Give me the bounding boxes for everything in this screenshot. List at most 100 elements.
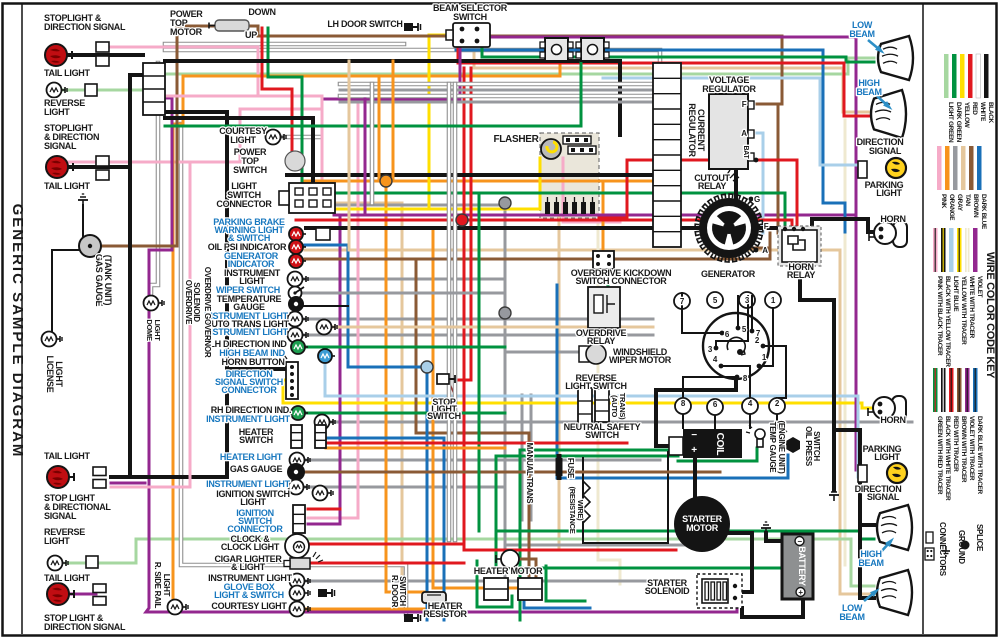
wire-o [384, 179, 426, 594]
ground-symbol [829, 488, 839, 501]
key-swatch: WHITE WITH TRACER [965, 228, 975, 339]
resistance-wire [581, 480, 592, 524]
generator-terminal-g [748, 196, 754, 202]
label: R. SIDE RAIL [153, 562, 162, 609]
solenoid-winding [716, 581, 722, 601]
label: HEATER [428, 601, 463, 611]
bulb-filament [293, 343, 303, 351]
label: (ENGINE UNIT) [777, 421, 786, 475]
bulb [286, 310, 309, 328]
pointer-arrow [867, 39, 885, 54]
splice-dot [379, 174, 393, 188]
label: REVERSE [44, 527, 85, 537]
wire-k [654, 377, 738, 448]
bulb-filament [290, 275, 300, 283]
connector-box [924, 547, 935, 561]
arrow-head [885, 537, 895, 547]
wire-lg [64, 537, 876, 588]
tail-lamp-detail [53, 599, 62, 602]
tail-lamp-detail [52, 172, 61, 175]
solenoid-winding [710, 581, 716, 601]
connector-pair [95, 155, 110, 181]
key-swatch-bar [977, 146, 982, 190]
key-swatch: VIOLET WITH TRACER [965, 368, 975, 481]
label: HEATER LIGHT [220, 452, 283, 462]
relay-coil [593, 294, 604, 314]
label: SOLENOID [192, 282, 201, 322]
label: & DIRECTIONAL [44, 502, 111, 512]
label: TAIL LIGHT [44, 68, 90, 78]
bulb-filament [290, 315, 300, 323]
bulb-glass [286, 310, 304, 328]
label: 7 [680, 297, 685, 306]
connector-symbol-pins [924, 547, 935, 561]
bulb-glass [46, 554, 64, 572]
horn-relay [777, 225, 822, 267]
key-swatch: LIGHT GREEN [944, 54, 954, 143]
label: GAUGE [233, 302, 265, 312]
connector-pin [571, 148, 575, 152]
bulb-filament [50, 559, 60, 567]
horn-terminal [877, 401, 883, 407]
label: DIRECTION SIGNAL [44, 22, 126, 32]
label: 5 [713, 296, 718, 305]
label: TAIL LIGHT [44, 181, 90, 191]
label: OIL PRESS [804, 426, 813, 467]
relay-contact [606, 295, 615, 313]
connector-ladder [652, 62, 682, 248]
switch-body [404, 23, 413, 31]
bulb-filament [292, 456, 302, 464]
key-swatch-label: PINK [940, 194, 947, 209]
bulb-filament [291, 483, 301, 491]
label: OVERDRIVE [576, 328, 627, 338]
label: BEAM [849, 29, 874, 39]
label: STARTER [647, 578, 688, 588]
cigar-rays [312, 551, 324, 563]
bulb-glass [288, 253, 304, 269]
key-swatch-label: LIGHT BLUE [952, 276, 959, 312]
label: CUTOUT [694, 173, 730, 183]
wire-br [303, 231, 772, 261]
label: HEATER [239, 427, 274, 437]
motor-body [585, 343, 607, 365]
label: GENERATOR [224, 251, 279, 261]
windshield-wiper-motor [578, 343, 607, 365]
horn-relay-coil [787, 235, 806, 251]
solenoid-terminal [732, 583, 738, 589]
key-swatch-label: RED [971, 102, 978, 115]
label: OVERDRIVE [184, 280, 193, 325]
label: 1 [771, 296, 776, 305]
label: DIRECTION [855, 484, 902, 494]
connector-ladder [577, 387, 593, 428]
key-swatch-label: BLACK [987, 102, 994, 124]
label: LIGHT [54, 361, 64, 387]
label: LIGHT [874, 452, 900, 462]
key-swatch-label: GRAY [956, 194, 963, 212]
key-title: WIRE COLOR CODE KEY [984, 252, 996, 379]
connector-lug [567, 41, 574, 49]
switch-lever [294, 286, 305, 294]
label: REGULATOR [687, 103, 697, 157]
bulb [142, 294, 165, 312]
wire-k [163, 116, 315, 185]
generator [694, 193, 764, 263]
power-top-switch [284, 150, 306, 172]
headlamp [869, 88, 908, 140]
splice-label: SPLICE [975, 524, 984, 552]
regulator-terminal [747, 129, 755, 139]
label: & SWITCH [228, 233, 270, 243]
connector-lug [575, 41, 582, 49]
bulb-filament [317, 418, 327, 426]
generator-terminal-f [755, 223, 761, 229]
pointer-arrow [876, 95, 893, 111]
label: GAS GAUGE [230, 464, 283, 474]
wire-k [764, 531, 784, 543]
connector-body [594, 388, 610, 423]
headlamp-bulb-lines [880, 515, 898, 534]
headlamp [875, 503, 914, 552]
label: COURTESY [219, 126, 267, 136]
label: LH DOOR SWITCH [327, 19, 402, 29]
label: HORN [880, 214, 905, 224]
key-swatch: BROWN WITH TRACER [957, 368, 967, 483]
fuse-block [545, 197, 595, 214]
